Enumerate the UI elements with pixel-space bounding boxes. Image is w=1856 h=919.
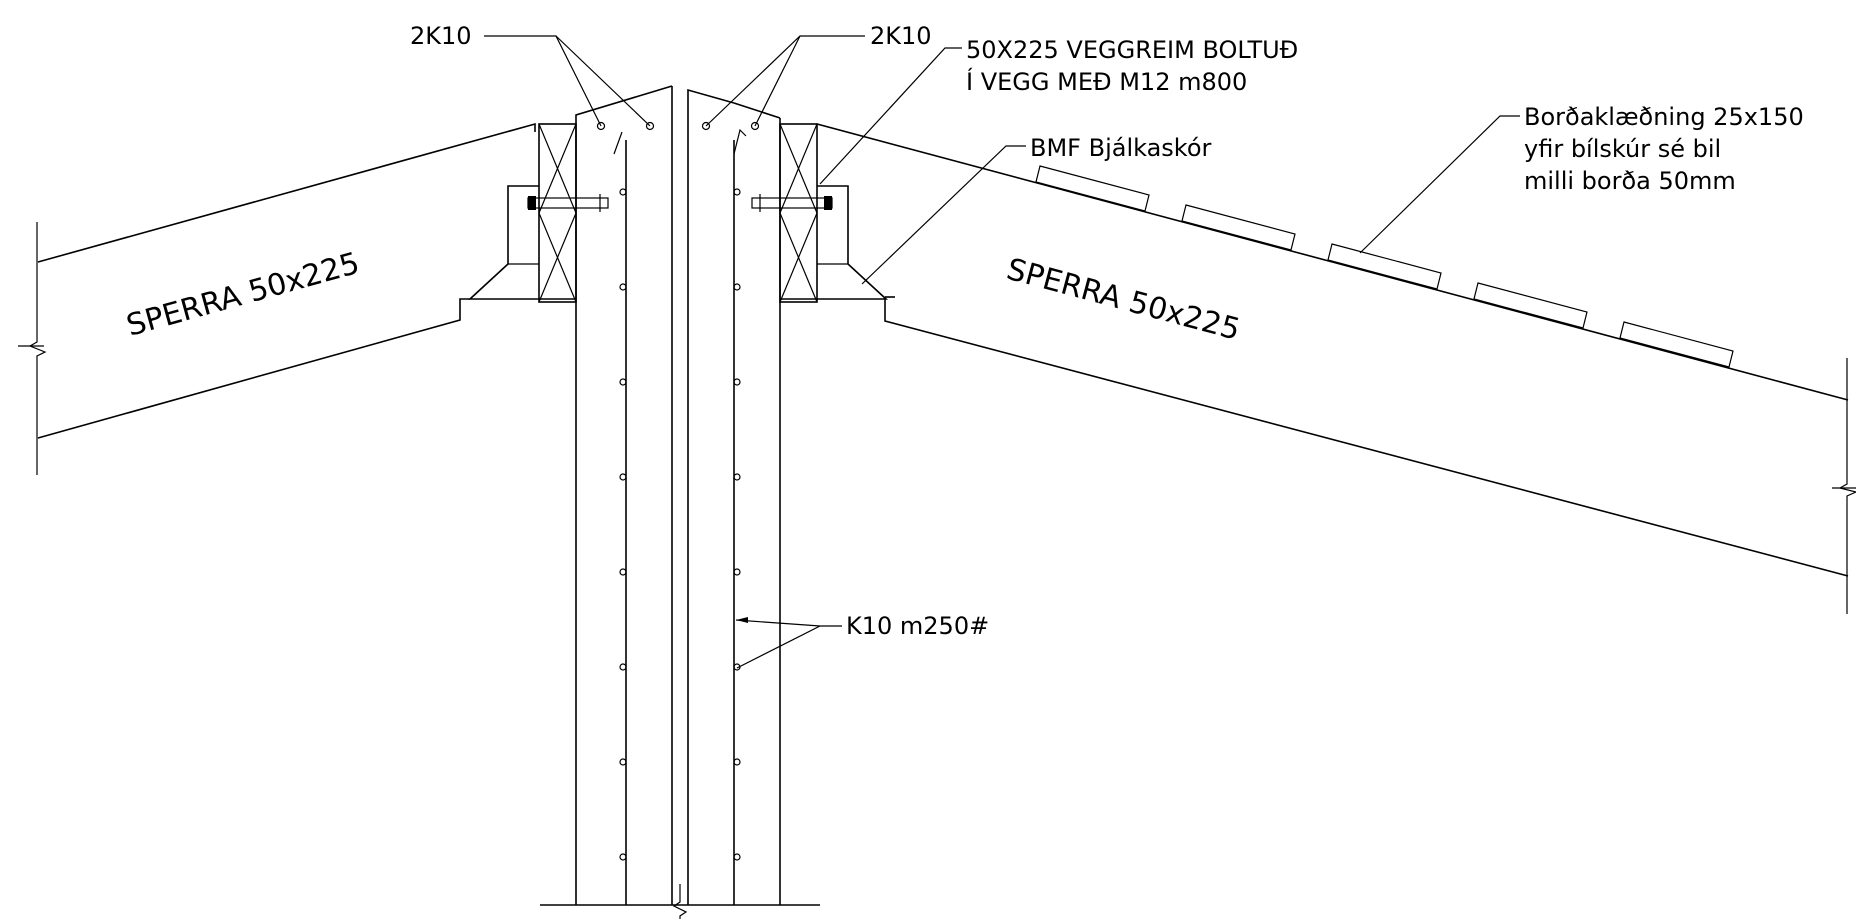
rebar-dots	[596, 121, 760, 861]
bolt-left	[527, 194, 609, 212]
right-rafter	[816, 123, 1856, 614]
stirrup-dots-left	[619, 188, 627, 861]
bolt-right	[751, 194, 833, 212]
left-rafter	[18, 122, 536, 475]
label-cladding-line3: milli borða 50mm	[1524, 167, 1736, 195]
leader-lines	[484, 35, 1520, 669]
stirrup-dots-right	[733, 188, 741, 861]
label-stirrups: K10 m250#	[846, 612, 989, 640]
joist-hanger-right	[780, 185, 889, 300]
label-2k10-right: 2K10	[870, 22, 932, 50]
label-left-rafter: SPERRA 50x225	[123, 246, 363, 344]
label-wall-plate-line1: 50X225 VEGGREIM BOLTUÐ	[966, 36, 1298, 64]
wall-plate-left	[538, 123, 577, 303]
cladding-boards	[1035, 165, 1734, 368]
wall-plate-right	[779, 123, 818, 303]
labels: 2K10 2K10 50X225 VEGGREIM BOLTUÐ Í VEGG …	[123, 22, 1804, 640]
label-hanger: BMF Bjálkaskór	[1030, 134, 1212, 162]
label-cladding-line1: Borðaklæðning 25x150	[1524, 103, 1804, 131]
label-wall-plate-line2: Í VEGG MEÐ M12 m800	[966, 67, 1247, 96]
joist-hanger-left	[467, 185, 576, 300]
label-cladding-line2: yfir bílskúr sé bil	[1524, 135, 1721, 163]
concrete-beam	[540, 85, 820, 919]
label-2k10-left: 2K10	[410, 22, 472, 50]
label-right-rafter: SPERRA 50x225	[1003, 252, 1244, 348]
